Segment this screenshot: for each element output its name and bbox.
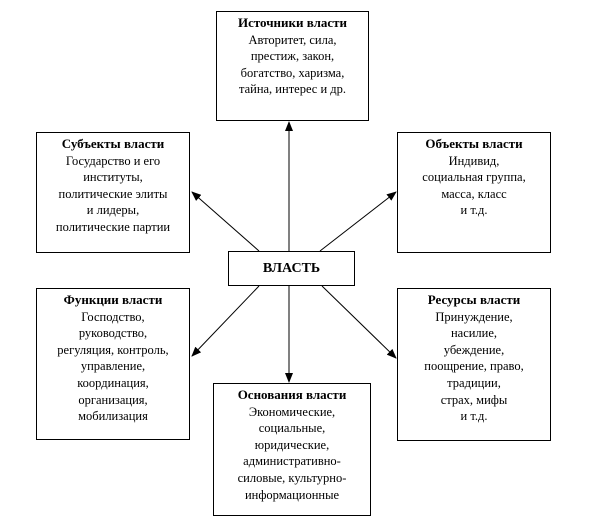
subjects-title: Субъекты власти [61,136,165,151]
resources-line-2: насилие, [450,326,498,341]
functions-line-6: организация, [78,392,148,407]
resources-title: Ресурсы власти [427,292,521,307]
objects-of-power-box: Объекты власти Индивид, социальная групп… [397,132,551,253]
functions-line-1: Господство, [81,309,145,324]
grounds-title: Основания власти [237,387,347,402]
subjects-of-power-box: Субъекты власти Государство и его инстит… [36,132,190,253]
sources-line-2: престиж, закон, [250,49,335,64]
objects-line-2: социальная группа, [422,170,526,185]
subjects-line-5: политические партии [55,219,171,234]
functions-of-power-box: Функции власти Господство, руководство, … [36,288,190,440]
resources-line-6: страх, мифы [440,392,508,407]
subjects-line-4: и лидеры, [86,203,140,218]
sources-line-3: богатство, харизма, [240,65,345,80]
arrow-to-functions [191,285,260,357]
functions-title: Функции власти [63,292,163,307]
grounds-line-3: юридические, [254,437,330,452]
objects-line-3: масса, класс [441,186,507,201]
objects-title: Объекты власти [425,136,523,151]
resources-line-3: убеждение, [443,342,505,357]
grounds-line-2: социальные, [258,421,326,436]
grounds-line-4: административно- [243,454,341,469]
functions-line-5: координация, [77,375,149,390]
functions-line-3: регуляция, контроль, [57,342,169,357]
subjects-line-3: политические элиты [58,186,168,201]
functions-line-2: руководство, [78,326,148,341]
resources-line-5: традиции, [447,375,501,390]
objects-line-1: Индивид, [448,153,500,168]
resources-line-1: Принуждение, [435,309,513,324]
resources-line-4: поощрение, право, [424,359,524,374]
power-center-box: ВЛАСТЬ [228,251,355,286]
arrow-to-subjects [191,191,260,252]
resources-line-7: и т.д. [460,409,488,424]
power-center-label: ВЛАСТЬ [262,261,321,276]
grounds-of-power-box: Основания власти Экономические, социальн… [213,383,371,516]
arrow-to-resources [321,285,397,359]
sources-line-4: тайна, интерес и др. [238,82,347,97]
grounds-line-6: информационные [244,487,340,502]
functions-line-7: мобилизация [78,409,148,424]
grounds-line-5: силовые, культурно- [237,470,347,485]
arrow-to-objects [319,191,397,252]
functions-line-4: управление, [80,359,146,374]
sources-of-power-box: Источники власти Авторитет, сила, прести… [216,11,369,121]
sources-line-1: Авторитет, сила, [248,32,337,47]
grounds-line-1: Экономические, [248,404,336,419]
resources-of-power-box: Ресурсы власти Принуждение, насилие, убе… [397,288,551,441]
sources-title: Источники власти [237,15,348,30]
objects-line-4: и т.д. [460,203,488,218]
subjects-line-2: институты, [83,170,143,185]
subjects-line-1: Государство и его [65,153,161,168]
